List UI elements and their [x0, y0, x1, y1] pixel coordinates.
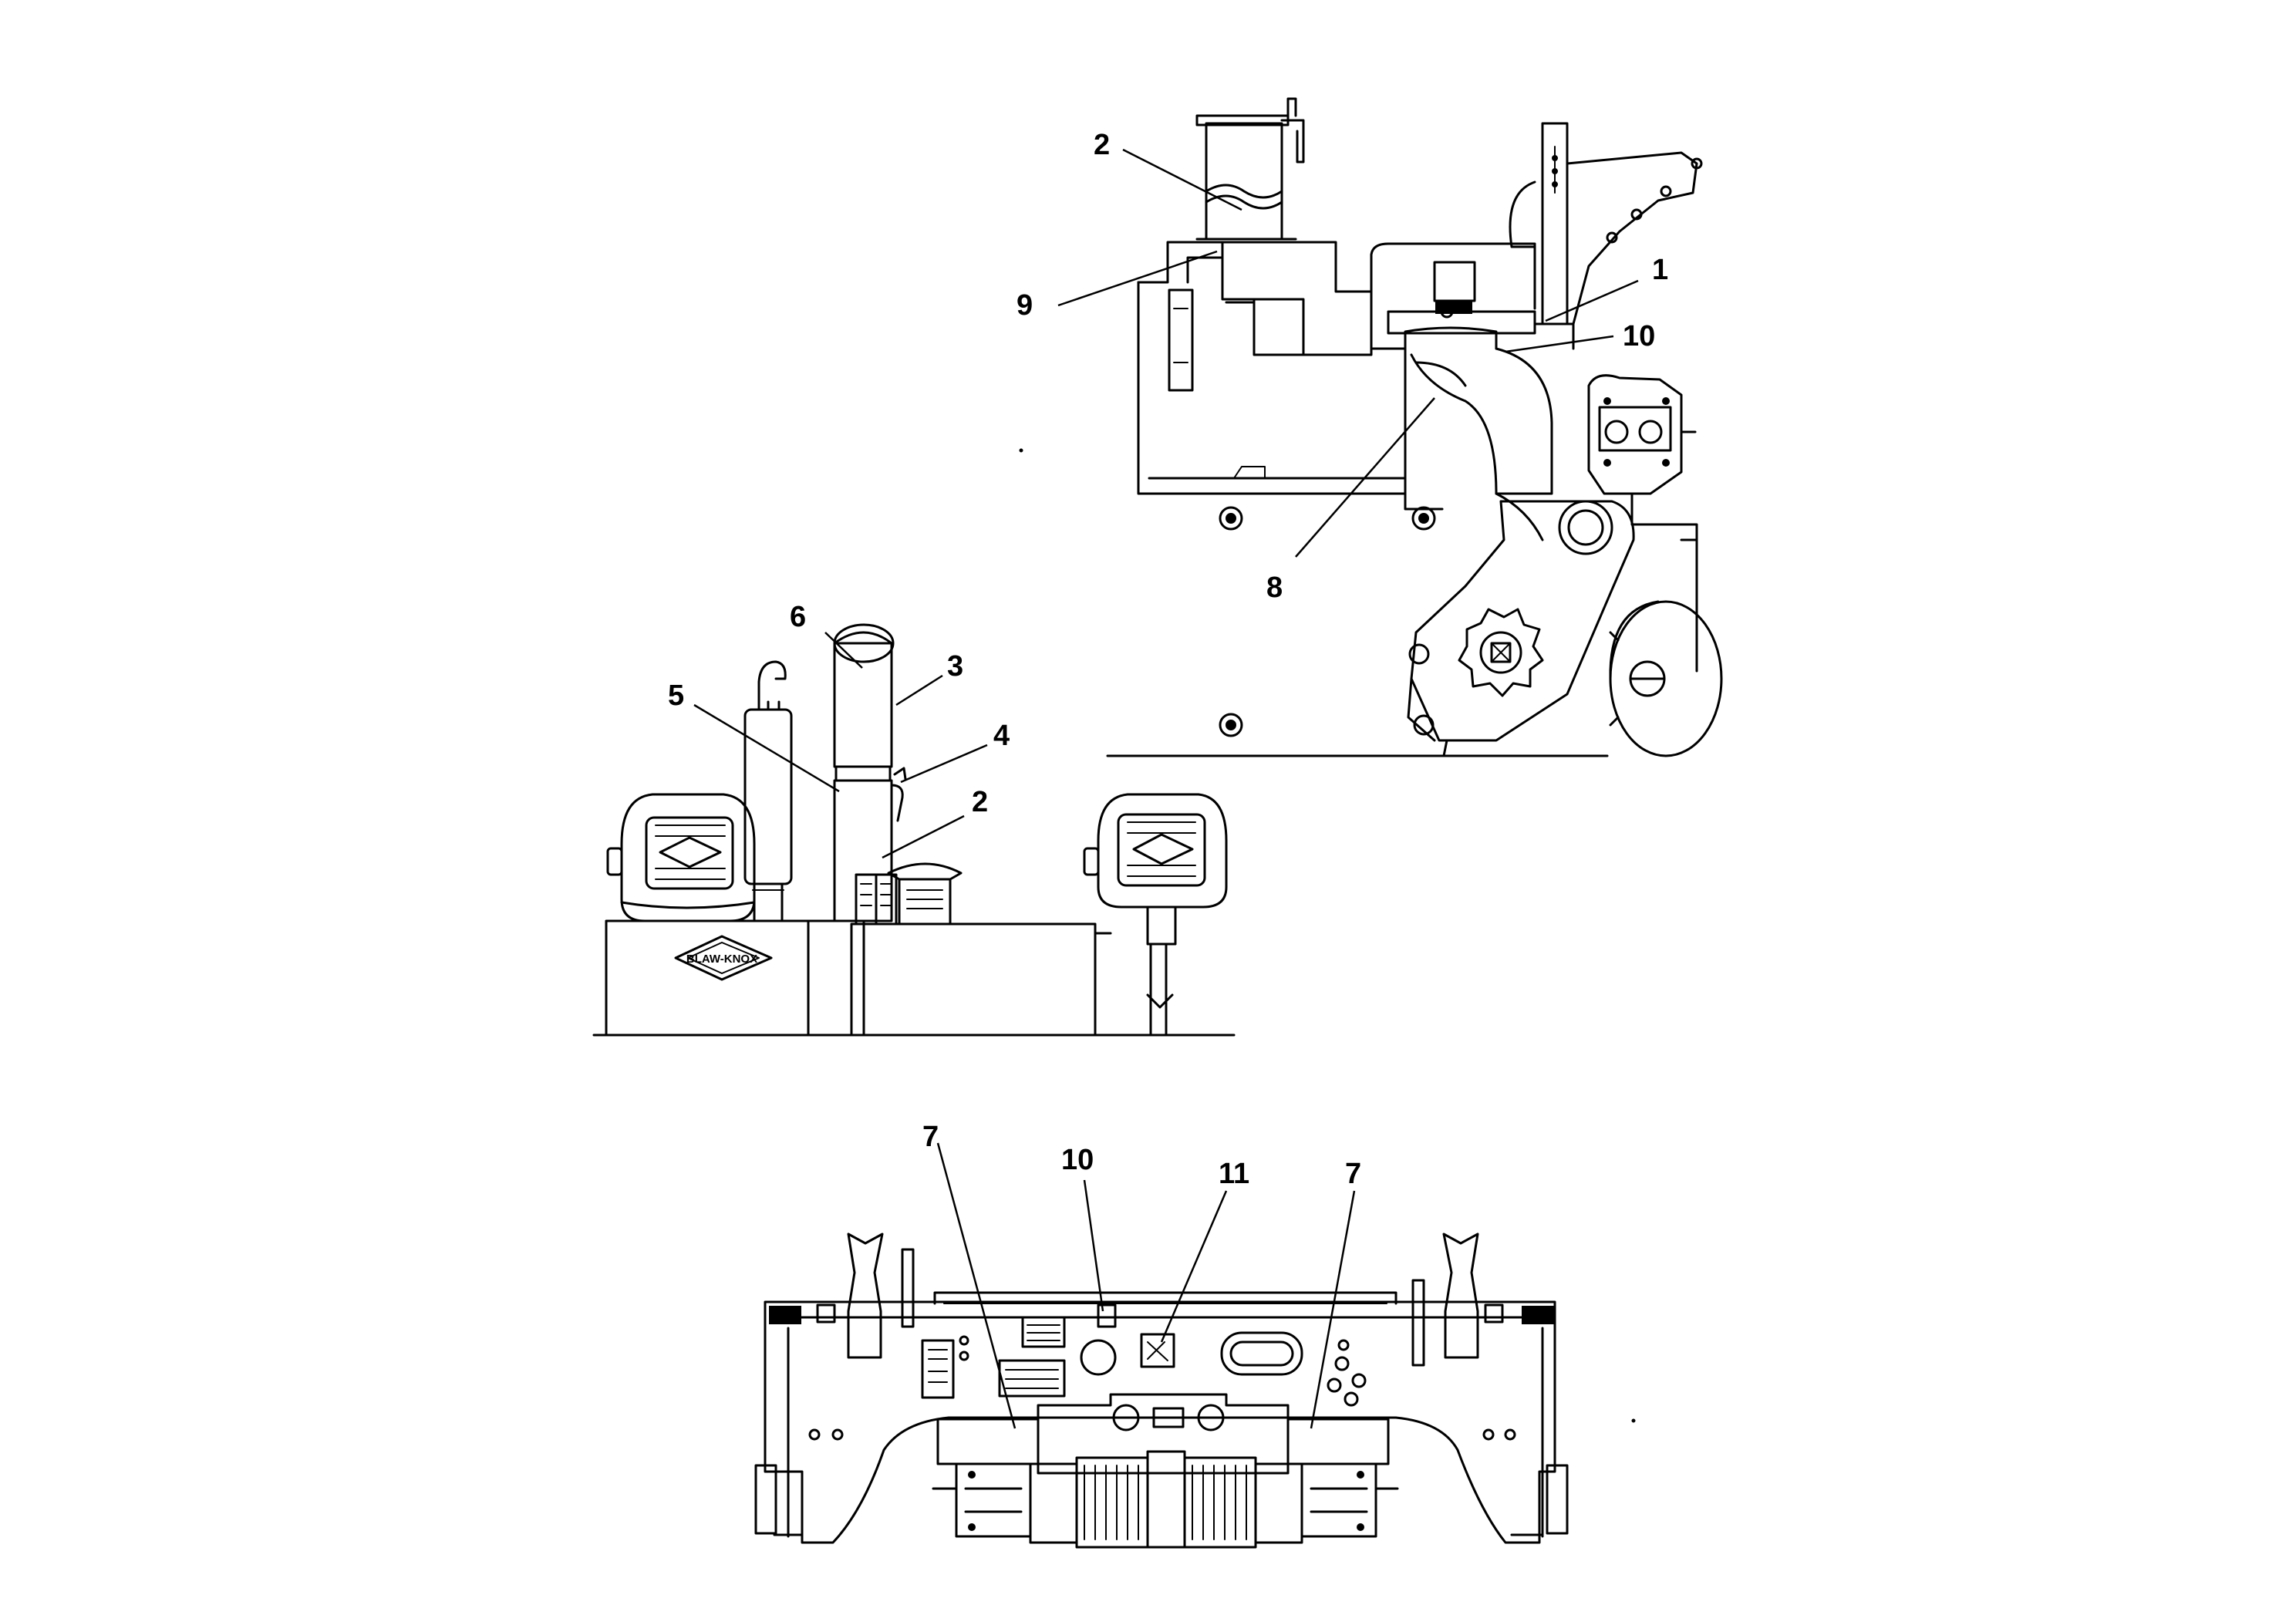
- hydraulic-pump: [1587, 374, 1697, 495]
- decal-10: [1097, 1303, 1117, 1328]
- callout-label: 2: [1094, 129, 1110, 161]
- auger-sprocket: [1458, 608, 1544, 697]
- leader-line: [895, 674, 943, 706]
- callout-label: 9: [1017, 289, 1033, 322]
- blaw-knox-logo: BLAW-KNOX: [674, 935, 773, 981]
- callout-label: 1: [1652, 254, 1668, 286]
- callout-label: 11: [1219, 1158, 1249, 1190]
- leader-line: [1295, 397, 1435, 558]
- cylinder-right: [1286, 1418, 1390, 1465]
- muffler: [743, 660, 793, 922]
- callout-label: 10: [1623, 320, 1655, 352]
- callout-label: 5: [668, 679, 684, 712]
- callout-label: 10: [1061, 1144, 1094, 1176]
- stray-mark: [1631, 1418, 1636, 1423]
- intake-hose: [1404, 326, 1553, 495]
- drive-motors: [932, 1450, 1399, 1549]
- side-view: 2 9 1 10 8: [1017, 97, 1723, 757]
- roller-wheel: [1609, 600, 1723, 757]
- operator-seat-right: [1083, 793, 1228, 1037]
- leader-line: [936, 1142, 1017, 1429]
- callout-label: 7: [1345, 1158, 1361, 1190]
- callout-label: 7: [922, 1121, 939, 1153]
- leader-line: [1057, 250, 1218, 307]
- callout-label: 8: [1266, 572, 1283, 604]
- callout-label: 2: [972, 786, 988, 818]
- exhaust-stack: [833, 623, 907, 922]
- leader-line: [1545, 279, 1639, 322]
- leader-line: [824, 632, 863, 669]
- decal-11: [1140, 1333, 1175, 1368]
- leader-line: [693, 703, 840, 793]
- leader-line: [1160, 1190, 1228, 1343]
- exhaust-pipe: [1195, 97, 1305, 241]
- leader-line: [1122, 148, 1242, 211]
- stray-mark: [1019, 448, 1023, 453]
- front-view: BLAW-KNOX: [592, 601, 1236, 1037]
- leader-line: [1505, 335, 1614, 353]
- control-console: [855, 862, 963, 926]
- leader-line: [900, 744, 988, 784]
- logo-text: BLAW-KNOX: [686, 953, 757, 966]
- cylinder-left: [936, 1418, 1040, 1465]
- leader-line: [1310, 1190, 1356, 1429]
- frame-bolts: [1219, 506, 1436, 737]
- leader-line: [882, 814, 965, 859]
- callout-label: 4: [993, 720, 1010, 752]
- operator-seat-left: [606, 793, 756, 922]
- rear-decals: [808, 1303, 1516, 1441]
- callout-label: 6: [790, 601, 806, 633]
- callout-label: 3: [947, 650, 963, 683]
- rear-view: 7 10 11 7: [754, 1121, 1569, 1549]
- leader-line: [1083, 1179, 1104, 1312]
